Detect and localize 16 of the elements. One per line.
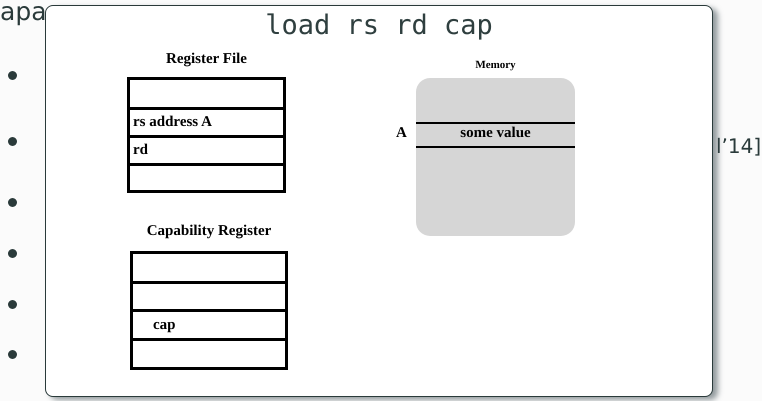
address-label: A [396,125,407,142]
table-row [130,338,288,370]
table-row: cap [130,309,288,341]
table-row [127,77,286,110]
table-row: rs address A [127,107,286,138]
cell-value: some value [459,125,532,142]
slide-title: apa [0,0,47,26]
table-heading: Register File [165,51,248,68]
table-row [130,281,288,312]
citation-text: l’14] [716,134,762,158]
table-row [127,163,286,193]
table-heading: Memory [474,59,517,71]
table-row: rd [127,135,286,166]
table-heading: Capability Register [146,223,272,240]
table-row [130,251,288,284]
popup-heading: load rs rd cap [264,10,494,41]
